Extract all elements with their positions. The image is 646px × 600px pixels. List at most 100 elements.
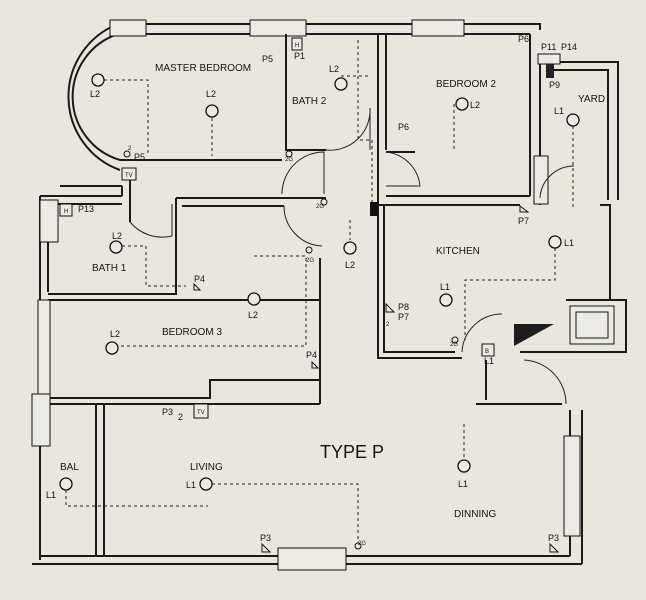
window-living xyxy=(277,547,347,571)
switch-label-s3: 2G xyxy=(450,342,458,348)
lamp-label-bedroom3-2: L2 xyxy=(110,329,120,339)
room-label-living: LIVING xyxy=(190,462,223,473)
window-master-right xyxy=(249,19,307,37)
window-bedroom2 xyxy=(411,19,465,37)
point-label-p6a: P6 xyxy=(518,34,529,44)
bedroom3-bottom-wall xyxy=(48,379,320,399)
door-yard xyxy=(539,165,575,199)
lamp-master-2 xyxy=(205,104,219,118)
socket-bath1 xyxy=(193,282,202,291)
switch-hall-block xyxy=(370,202,378,216)
switch-living xyxy=(354,542,362,550)
lamp-label-master-1: L2 xyxy=(90,89,100,99)
door-bath2 xyxy=(325,107,371,151)
window-dining xyxy=(563,435,581,537)
lamp-bath2 xyxy=(334,77,348,91)
window-bath1 xyxy=(39,199,59,243)
yard-pillar xyxy=(533,155,549,205)
point-label-p7b: P7 xyxy=(398,312,409,322)
lamp-dining xyxy=(457,459,471,473)
point-label-p7a: P7 xyxy=(518,216,529,226)
socket-dining xyxy=(549,542,560,553)
socket-bedroom3 xyxy=(311,360,320,369)
switch-bedroom3 xyxy=(305,246,313,254)
lamp-label-entry: L1 xyxy=(484,356,494,366)
wire-hall xyxy=(357,40,373,205)
lamp-bedroom3-2 xyxy=(105,341,119,355)
window-master-left xyxy=(109,19,147,37)
door-master xyxy=(281,151,325,195)
point-label-p13: P13 xyxy=(78,204,94,214)
point-label-p5: P5 xyxy=(262,54,273,64)
lamp-yard xyxy=(566,113,580,127)
point-label-p3a: P3 xyxy=(162,407,173,417)
point-label-p9: P9 xyxy=(549,80,560,90)
room-label-bedroom-2: BEDROOM 2 xyxy=(436,79,496,90)
labels: TYPE P MASTER BEDROOM BATH 2 BEDROOM 2 Y… xyxy=(46,34,605,547)
lamp-label-yard: L1 xyxy=(554,106,564,116)
bath1-bottom-wall xyxy=(48,198,177,295)
heater-box-bath1 xyxy=(59,203,73,217)
yard-inner-wall xyxy=(547,69,609,200)
point-label-p6b: P6 xyxy=(398,122,409,132)
room-label-dinning: DINNING xyxy=(454,509,496,520)
wire-kitchen xyxy=(464,242,556,340)
lamp-label-master-2: L2 xyxy=(206,89,216,99)
door-bedroom3 xyxy=(283,205,323,247)
lamp-label-bath2: L2 xyxy=(329,64,339,74)
heater-box-bath2 xyxy=(291,37,303,51)
point-label-p4a: P4 xyxy=(194,274,205,284)
lamp-label-living: L1 xyxy=(186,480,196,490)
room-label-kitchen: KITCHEN xyxy=(436,246,480,257)
box-label-tv2: TV xyxy=(197,410,205,416)
door-dining xyxy=(523,359,567,405)
lamp-label-bath1: L2 xyxy=(112,231,122,241)
lamp-living xyxy=(199,477,213,491)
lamp-bedroom3-1 xyxy=(247,292,261,306)
switch-kitchen xyxy=(451,336,459,344)
lamp-label-kitchen-2: L1 xyxy=(440,282,450,292)
point-label-p2b: 2 xyxy=(386,322,390,328)
point-label-p3b: P3 xyxy=(260,533,271,543)
yard-socket-block xyxy=(537,53,561,65)
socket-living xyxy=(261,542,272,553)
point-label-p1: P1 xyxy=(294,51,305,61)
lamp-label-kitchen-1: L1 xyxy=(564,238,574,248)
door-bedroom2 xyxy=(385,151,421,187)
kitchen-stove-diagonal xyxy=(514,324,554,346)
yard-outer-wall xyxy=(540,61,619,200)
tv-box-living xyxy=(193,403,209,419)
wire-bal xyxy=(65,490,208,507)
lamp-label-bedroom2: L2 xyxy=(470,100,480,110)
lamp-master-1 xyxy=(91,73,105,87)
wire-living xyxy=(206,483,359,546)
wiring xyxy=(65,40,574,546)
wire-bath1 xyxy=(116,245,186,287)
point-label-p8: P8 xyxy=(398,302,409,312)
box-label-tv1: TV xyxy=(125,173,133,179)
room-label-master-bedroom: MASTER BEDROOM xyxy=(155,63,251,74)
lamp-kitchen-1 xyxy=(548,235,562,249)
socket-kitchen-top xyxy=(519,205,530,213)
lamp-label-bal: L1 xyxy=(46,490,56,500)
box-label-h2: H xyxy=(64,209,68,215)
door-bath1 xyxy=(129,204,173,238)
switch-label-s4: 2G xyxy=(358,541,366,547)
point-label-p5b: P5 xyxy=(134,152,145,162)
room-label-bath-2: BATH 2 xyxy=(292,96,327,107)
socket-kitchen xyxy=(385,302,396,313)
kitchen-sink-inner xyxy=(575,311,609,339)
switch-label-s1: 2G xyxy=(285,157,293,163)
point-label-p4b: P4 xyxy=(306,350,317,360)
lamp-bal xyxy=(59,477,73,491)
point-label-p3c: P3 xyxy=(548,533,559,543)
walls xyxy=(31,19,627,571)
point-label-p3a2: 2 xyxy=(178,412,183,422)
lamp-label-bedroom3-1: L2 xyxy=(248,310,258,320)
lamp-bedroom2 xyxy=(455,97,469,111)
lamps xyxy=(59,73,580,491)
box-label-h1: H xyxy=(295,43,299,49)
kitchen-left-wall-outer xyxy=(377,205,462,359)
room-label-yard: YARD xyxy=(578,94,605,105)
